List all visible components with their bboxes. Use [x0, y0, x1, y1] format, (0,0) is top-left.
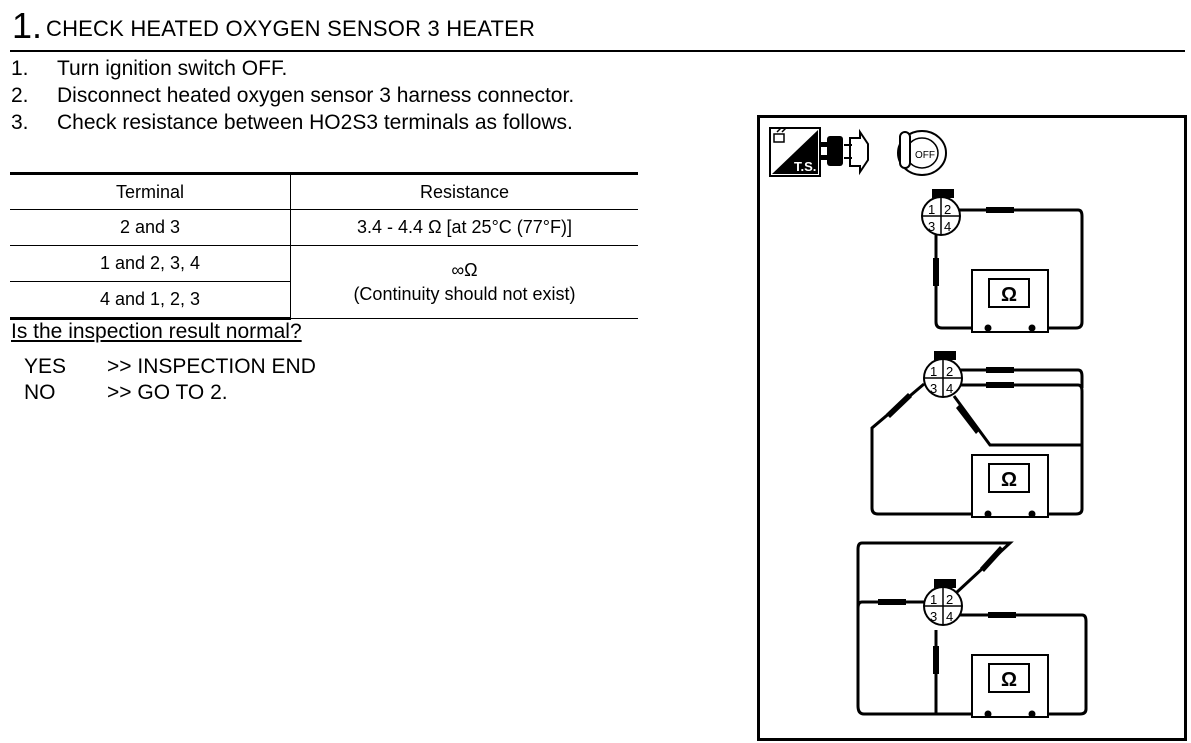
table-header-row: Terminal Resistance: [10, 172, 638, 210]
pin-label: 3: [928, 219, 935, 234]
disconnect-connector-icon: [821, 128, 869, 176]
ohmmeter: Ω: [971, 454, 1049, 518]
step-number: 1.: [12, 5, 43, 46]
resistance-cell-merged: ∞Ω (Continuity should not exist): [290, 245, 638, 319]
wire-probes: [933, 207, 1014, 286]
diagram-terminals-2-and-3: [934, 208, 1084, 330]
answer-key: YES: [24, 355, 67, 378]
answer-action: >> GO TO 2.: [107, 381, 228, 404]
procedure-item-number: 3.: [11, 111, 29, 134]
terminal-cell: 1 and 2, 3, 4: [10, 245, 291, 282]
procedure-item-number: 1.: [11, 57, 29, 80]
ohmmeter: Ω: [971, 654, 1049, 718]
connector: 1 2 3 4: [921, 189, 961, 236]
terminal-cell: 2 and 3: [10, 209, 291, 246]
connector: 1 2 3 4: [923, 579, 963, 626]
ignition-key-icon: OFF: [897, 130, 947, 176]
terminal-column-header: Terminal: [10, 172, 291, 210]
pin-label: 2: [946, 592, 953, 607]
wire-probes: [886, 367, 1014, 434]
pin-label: 4: [946, 609, 953, 624]
answer-key: NO: [24, 381, 56, 404]
test-diagram-figure: T.S. OFF 1: [757, 115, 1187, 741]
terminal-cell: 4 and 1, 2, 3: [10, 281, 291, 320]
step-title: CHECK HEATED OXYGEN SENSOR 3 HEATER: [46, 16, 536, 41]
procedure-item-text: Disconnect heated oxygen sensor 3 harnes…: [57, 84, 575, 107]
pin-label: 2: [946, 364, 953, 379]
resistance-cell: 3.4 - 4.4 Ω [at 25°C (77°F)]: [290, 209, 638, 246]
pin-label: 4: [946, 381, 953, 396]
pin-label: 1: [930, 592, 937, 607]
ts-label: T.S.: [794, 159, 816, 174]
pin-label: 3: [930, 381, 937, 396]
ohm-symbol: Ω: [1001, 669, 1017, 691]
ohm-symbol: Ω: [1001, 469, 1017, 491]
continuity-note: (Continuity should not exist): [353, 284, 576, 304]
pin-label: 1: [928, 202, 935, 217]
test-diagram-svg: T.S. OFF 1: [769, 127, 1088, 718]
pin-label: 1: [930, 364, 937, 379]
pin-label: 3: [930, 609, 937, 624]
inspection-question: Is the inspection result normal?: [11, 320, 302, 343]
connector: 1 2 3 4: [923, 351, 963, 398]
step-header: 1. CHECK HEATED OXYGEN SENSOR 3 HEATER: [10, 4, 1185, 52]
table-row: 1 and 2, 3, 4 ∞Ω (Continuity should not …: [10, 245, 638, 319]
pin-label: 2: [944, 202, 951, 217]
off-label: OFF: [915, 150, 935, 161]
answer-action: >> INSPECTION END: [107, 355, 316, 378]
resistance-column-header: Resistance: [290, 172, 638, 210]
procedure-item-number: 2.: [11, 84, 29, 107]
table-row: 4 and 1, 2, 3: [10, 281, 638, 320]
procedure-item-text: Turn ignition switch OFF.: [57, 57, 288, 80]
infinite-resistance-value: ∞Ω: [451, 260, 478, 280]
ohm-symbol: Ω: [1001, 284, 1017, 306]
pin-label: 4: [944, 219, 951, 234]
wire-probes: [878, 546, 1016, 674]
procedure-item-text: Check resistance between HO2S3 terminals…: [57, 111, 573, 134]
tester-icon: T.S.: [769, 127, 821, 177]
ohmmeter: Ω: [971, 269, 1049, 333]
table-row: 2 and 3 3.4 - 4.4 Ω [at 25°C (77°F)]: [10, 209, 638, 246]
resistance-table: Terminal Resistance 2 and 3 3.4 - 4.4 Ω …: [10, 172, 638, 320]
